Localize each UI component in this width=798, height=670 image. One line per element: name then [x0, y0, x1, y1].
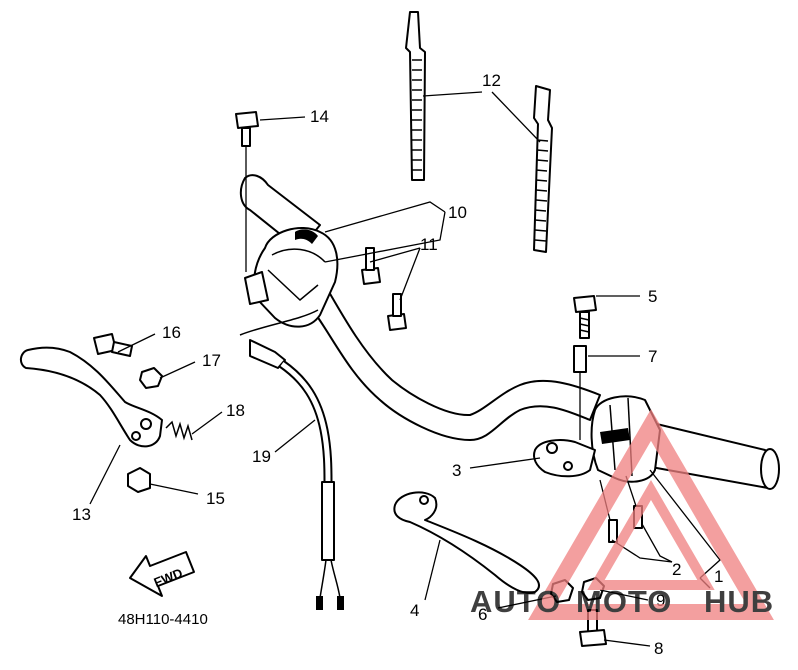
- callout-5: 5: [648, 287, 657, 306]
- left-switch-housing: [244, 227, 339, 328]
- watermark-logo: AUTO MOTO HUB: [470, 409, 774, 620]
- callout-4: 4: [410, 601, 419, 620]
- screw-5: [573, 295, 597, 339]
- callout-13: 13: [72, 505, 91, 524]
- callout-11: 11: [420, 235, 438, 254]
- clutch-switch-wire: [249, 339, 344, 610]
- callout-9: 9: [656, 591, 665, 610]
- collar-7: [573, 345, 587, 373]
- drawing-code: 48H110-4410: [118, 611, 208, 628]
- nut-17: [139, 367, 163, 389]
- watermark-auto: AUTO: [470, 584, 561, 619]
- screw-2-left: [608, 519, 618, 543]
- callout-12: 12: [482, 71, 501, 90]
- cable-tie-right: [533, 85, 553, 253]
- callout-6: 6: [478, 605, 487, 624]
- watermark-hub: HUB: [704, 584, 774, 619]
- fwd-arrow: FWD: [129, 551, 195, 597]
- wire-left: [239, 309, 319, 336]
- watermark-moto: MOTO: [576, 584, 672, 619]
- spring-18: [165, 420, 193, 441]
- callout-3: 3: [452, 461, 461, 480]
- screw-11-upper: [361, 247, 381, 285]
- callout-7: 7: [648, 347, 657, 366]
- callout-2: 2: [672, 560, 681, 579]
- callout-10: 10: [448, 203, 467, 222]
- brake-lever: [20, 346, 163, 448]
- cable-tie-left: [405, 11, 426, 181]
- clutch-lever: [393, 491, 540, 594]
- leader-lines: [89, 91, 721, 647]
- callout-labels: 1 2 3 4 5 6 7 8 9 10 11 12 13 14 15 16 1…: [72, 71, 723, 658]
- callout-15: 15: [206, 489, 225, 508]
- screw-11-lower: [387, 293, 407, 331]
- callout-17: 17: [202, 351, 221, 370]
- bolt-16: [93, 333, 133, 357]
- callout-14: 14: [310, 107, 329, 126]
- screw-14: [235, 111, 259, 147]
- lever-bracket: [533, 439, 596, 478]
- callout-19: 19: [252, 447, 271, 466]
- callout-1: 1: [714, 567, 723, 586]
- callout-8: 8: [654, 639, 663, 658]
- callout-16: 16: [162, 323, 181, 342]
- callout-18: 18: [226, 401, 245, 420]
- nut-15: [127, 467, 151, 493]
